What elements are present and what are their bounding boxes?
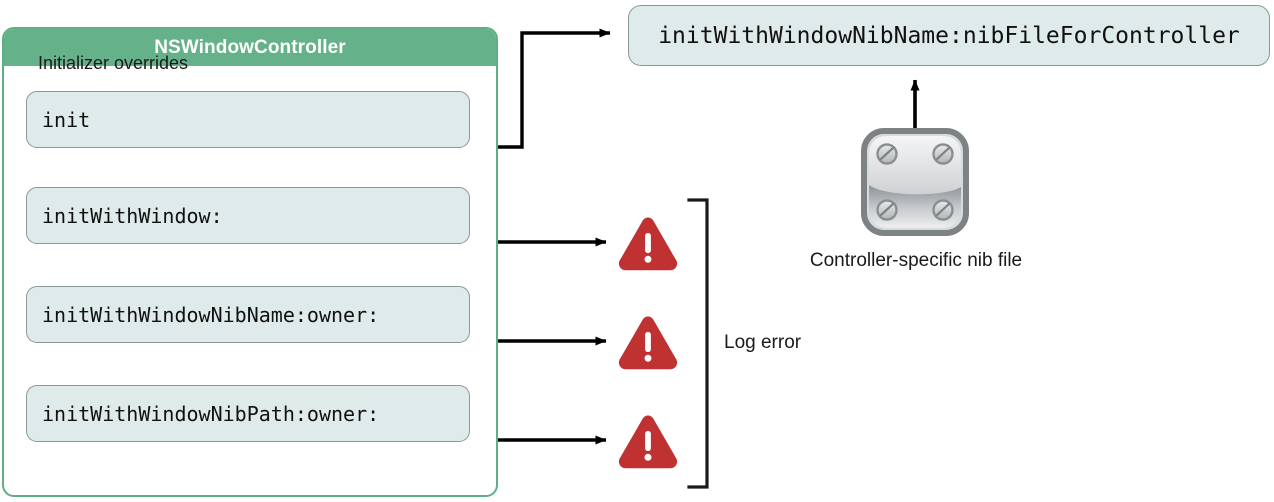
warning-triangle-icon	[617, 215, 679, 271]
log-error-bracket	[687, 198, 709, 489]
class-panel-header: NSWindowController	[4, 29, 496, 66]
method-label: initWithWindowNibName:owner:	[42, 302, 380, 327]
result-call-label: initWithWindowNibName:nibFileForControll…	[658, 22, 1240, 49]
method-label: init	[42, 107, 91, 132]
class-panel-title: NSWindowController	[154, 36, 346, 58]
result-box-init-with-window-nib-name[interactable]: initWithWindowNibName:nibFileForControll…	[628, 5, 1270, 66]
log-error-label: Log error	[724, 332, 802, 353]
method-box-init-with-window-nib-name-owner[interactable]: initWithWindowNibName:owner:	[26, 286, 470, 343]
method-box-init[interactable]: init	[26, 91, 470, 148]
method-box-init-with-window[interactable]: initWithWindow:	[26, 187, 470, 244]
method-box-init-with-window-nib-path-owner[interactable]: initWithWindowNibPath:owner:	[26, 385, 470, 442]
warning-triangle-icon	[617, 413, 679, 469]
method-label: initWithWindowNibPath:owner:	[42, 401, 380, 426]
section-label-initializer-overrides: Initializer overrides	[38, 53, 189, 73]
method-label: initWithWindow:	[42, 203, 223, 228]
nib-file-icon	[860, 127, 970, 237]
warning-triangle-icon	[617, 314, 679, 370]
nib-file-caption: Controller-specific nib file	[809, 250, 1023, 271]
